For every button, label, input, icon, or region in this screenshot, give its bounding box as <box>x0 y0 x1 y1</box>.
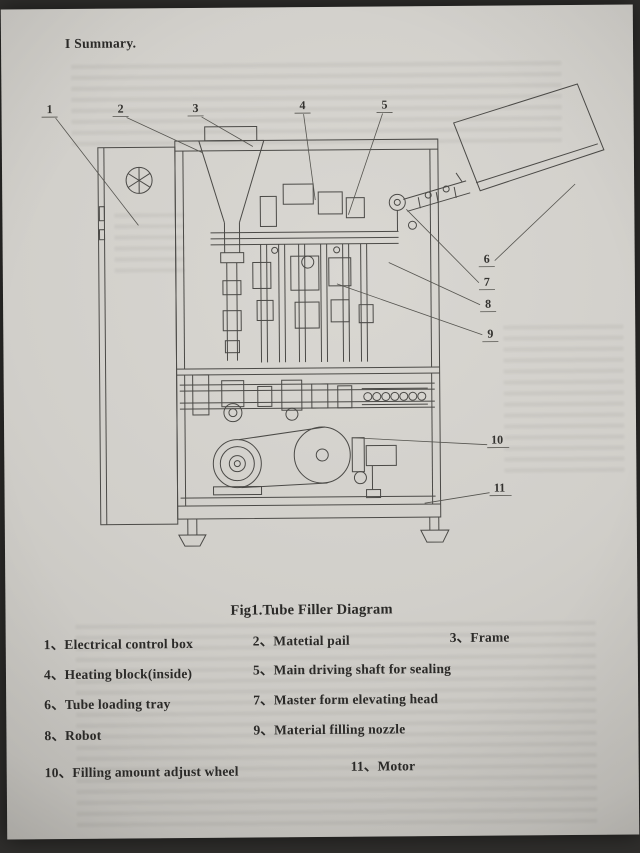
figure-caption: Fig1.Tube Filler Diagram <box>230 601 393 619</box>
legend-item: 8、Robot <box>44 727 102 744</box>
legend-item: 3、Frame <box>449 629 510 645</box>
electrical-control-box <box>98 147 178 525</box>
callout-label: 1 <box>46 102 52 116</box>
legend-item: 4、Heating block(inside) <box>43 666 193 683</box>
robot-and-nozzle <box>253 256 374 329</box>
legend-item: 7、Master form elevating head <box>253 691 439 708</box>
main-driving-shaft <box>180 373 435 422</box>
callouts: 1 2 3 4 5 6 7 8 9 10 11 <box>41 97 511 500</box>
tube-filler-diagram: 1 2 3 4 5 6 7 8 9 10 11 <box>1 5 639 840</box>
callout-label: 11 <box>494 481 505 495</box>
motor <box>213 427 351 495</box>
legend-item: 2、Matetial pail <box>252 632 350 649</box>
callout-label: 10 <box>491 433 503 447</box>
callout-label: 5 <box>381 97 387 111</box>
callout-label: 6 <box>484 252 490 266</box>
heating-block <box>260 184 365 254</box>
legend-item: 11、Motor <box>350 758 416 774</box>
legend-item: 10、Filling amount adjust wheel <box>44 763 239 781</box>
scanned-page: I Summary. <box>0 4 640 840</box>
callout-label: 7 <box>484 275 490 289</box>
legend-item: 6、Tube loading tray <box>44 696 171 713</box>
callout-label: 9 <box>487 327 493 341</box>
tube-loading-tray <box>402 84 604 212</box>
legend-item: 9、Material filling nozzle <box>253 721 406 738</box>
leader-lines <box>56 112 578 506</box>
callout-label: 4 <box>299 98 305 112</box>
frame <box>175 139 449 546</box>
callout-label: 2 <box>117 102 123 116</box>
sealing-shaft-assembly <box>210 194 417 363</box>
callout-label: 3 <box>192 101 198 115</box>
legend-item: 5、Main driving shaft for sealing <box>252 660 452 678</box>
legend-item: 1、Electrical control box <box>43 636 194 653</box>
filling-adjust-assembly <box>180 437 435 499</box>
callout-label: 8 <box>485 297 491 311</box>
material-pail <box>199 126 266 361</box>
